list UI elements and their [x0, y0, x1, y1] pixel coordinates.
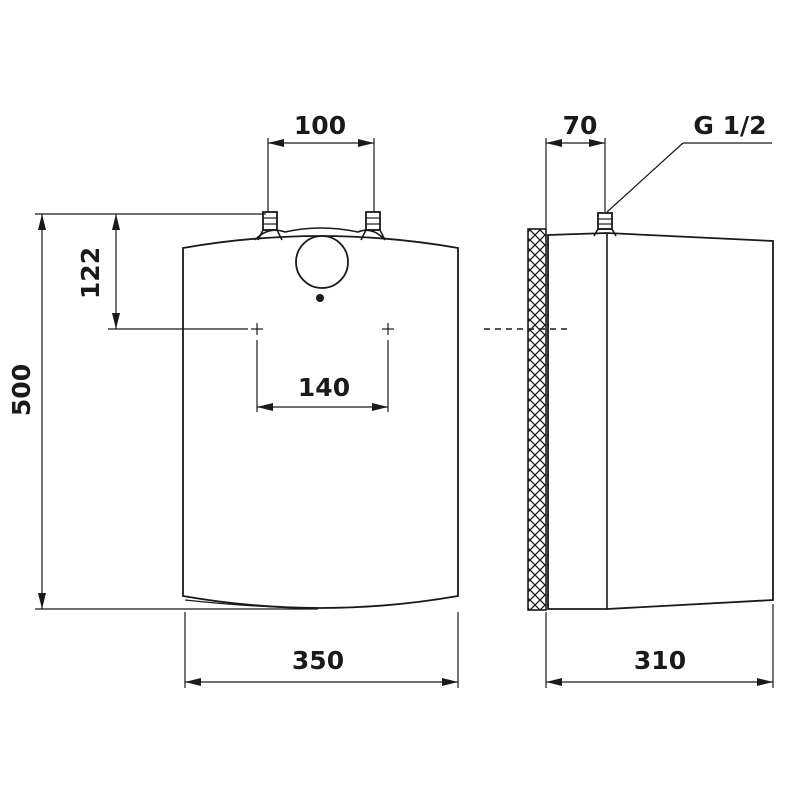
thread-label: G 1/2	[693, 111, 766, 140]
thread-callout: G 1/2	[606, 111, 772, 213]
thermostat-knob	[295, 235, 349, 289]
side-pipe-fitting	[593, 212, 617, 237]
dim-wall-offset-label: 70	[563, 111, 598, 140]
dim-inlet-height: 122	[76, 214, 248, 330]
mount-point-left	[251, 323, 263, 335]
front-view	[182, 211, 459, 609]
front-tank-body	[182, 235, 459, 609]
dim-width: 350	[184, 612, 459, 688]
dim-wall-offset: 70	[545, 111, 606, 229]
dim-inlet-height-label: 122	[76, 247, 105, 299]
front-bottom-curve	[184, 599, 317, 609]
side-tank-body	[547, 232, 774, 610]
mount-point-right	[382, 323, 394, 335]
wall-hatch	[527, 228, 547, 611]
dim-depth-label: 310	[634, 646, 686, 675]
indicator-light	[316, 294, 324, 302]
dim-inlet-spacing-label: 100	[294, 111, 346, 140]
dim-total-height-label: 500	[7, 364, 36, 416]
side-view	[484, 212, 774, 611]
dim-width-label: 350	[292, 646, 344, 675]
dim-mount-spacing-label: 140	[298, 373, 350, 402]
dim-depth: 310	[545, 604, 774, 688]
dim-mount-spacing: 140	[256, 340, 389, 412]
left-pipe-fitting	[257, 211, 283, 241]
dim-inlet-spacing: 100	[267, 111, 375, 212]
right-pipe-fitting	[360, 211, 386, 241]
dim-total-height: 500	[7, 213, 318, 610]
